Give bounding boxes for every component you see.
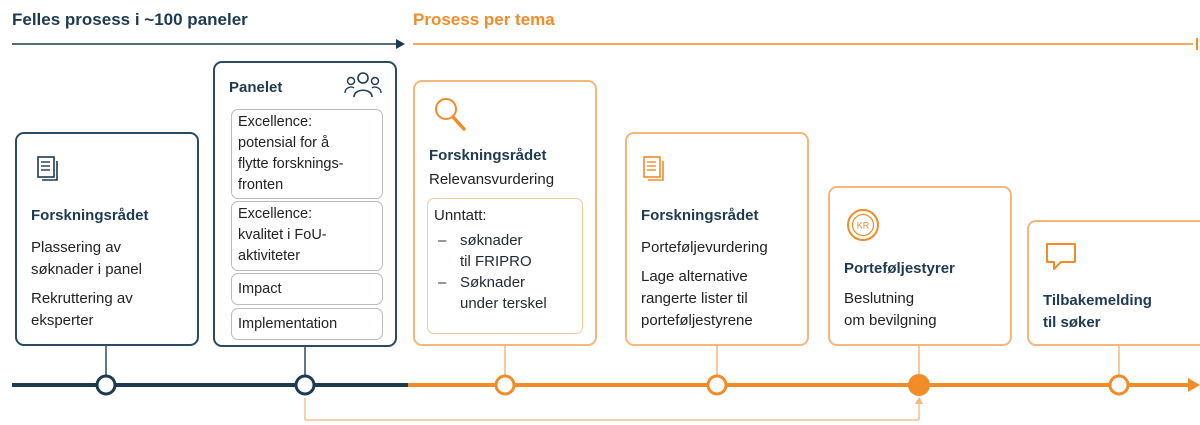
box-title: Forskningsrådet bbox=[31, 207, 149, 224]
box-panel: Panelet Excellence: potensial for å flyt… bbox=[213, 61, 397, 347]
box-portfolio-assessment: Forskningsrådet Porteføljevurdering Lage… bbox=[625, 132, 809, 346]
text-line: aktiviteter bbox=[238, 248, 301, 264]
people-icon bbox=[344, 72, 382, 98]
box-feedback: Tilbakemelding til søker bbox=[1027, 220, 1200, 346]
box-relevance: Forskningsrådet Relevansvurdering Unntat… bbox=[413, 80, 597, 346]
document-icon bbox=[37, 156, 58, 181]
coin-icon: KR bbox=[847, 209, 879, 241]
text-line: Excellence: bbox=[238, 114, 313, 130]
coin-text: KR bbox=[857, 221, 870, 231]
shared-process-heading: Felles prosess i ~100 paneler bbox=[12, 10, 248, 29]
text-line: Beslutning bbox=[844, 290, 915, 307]
speech-bubble-icon bbox=[1046, 243, 1076, 270]
criterion-excellence-potential: Excellence: potensial for å flytte forsk… bbox=[231, 109, 383, 199]
text-line: flytte forsknings- bbox=[238, 156, 344, 172]
node-2 bbox=[294, 374, 316, 396]
panel-title: Panelet bbox=[229, 79, 283, 96]
node-3 bbox=[494, 374, 516, 396]
box-title: Forskningsrådet bbox=[429, 147, 547, 164]
text-line: søknader i panel bbox=[31, 261, 142, 278]
text-line: rangerte lister til bbox=[641, 290, 748, 307]
criterion-impact: Impact bbox=[231, 273, 383, 305]
text-line: Implementation bbox=[238, 316, 338, 332]
text-line: eksperter bbox=[31, 312, 94, 329]
document-icon bbox=[643, 156, 664, 181]
box-portfolio-boards: KR Porteføljestyrer Beslutning om bevilg… bbox=[828, 186, 1012, 346]
text-line: potensial for å bbox=[238, 135, 330, 151]
text-line: kvalitet i FoU- bbox=[238, 227, 327, 243]
criterion-excellence-quality: Excellence: kvalitet i FoU- aktiviteter bbox=[231, 201, 383, 271]
text-line: Plassering av bbox=[31, 239, 122, 256]
box-title-line: Tilbakemelding bbox=[1043, 292, 1152, 309]
box-subtitle: Relevansvurdering bbox=[429, 171, 555, 188]
box-title: Forskningsrådet bbox=[641, 207, 759, 224]
text-line: Porteføljevurdering bbox=[641, 239, 768, 256]
criterion-implementation: Implementation bbox=[231, 308, 383, 340]
node-5-filled bbox=[908, 374, 930, 396]
node-4 bbox=[706, 374, 728, 396]
text-line: fronten bbox=[238, 177, 284, 193]
box-title: Porteføljestyrer bbox=[844, 260, 955, 277]
node-1 bbox=[95, 374, 117, 396]
exception-label: Unntatt: bbox=[434, 207, 487, 224]
text-line: Impact bbox=[238, 281, 282, 297]
text-line: om bevilgning bbox=[844, 312, 937, 329]
timeline-arrowhead bbox=[1188, 378, 1200, 392]
box-placement: Forskningsrådet Plassering av søknader i… bbox=[15, 132, 199, 346]
text-line: Rekruttering av bbox=[31, 290, 133, 307]
header-arrow-left-head bbox=[396, 39, 405, 49]
box-title-line: til søker bbox=[1043, 314, 1101, 331]
text-line: Excellence: bbox=[238, 206, 313, 222]
text-line: Lage alternative bbox=[641, 268, 748, 285]
theme-process-heading: Prosess per tema bbox=[413, 10, 555, 29]
magnifier-icon bbox=[435, 98, 466, 131]
node-6 bbox=[1108, 374, 1130, 396]
text-line: porteføljestyrene bbox=[641, 312, 753, 329]
